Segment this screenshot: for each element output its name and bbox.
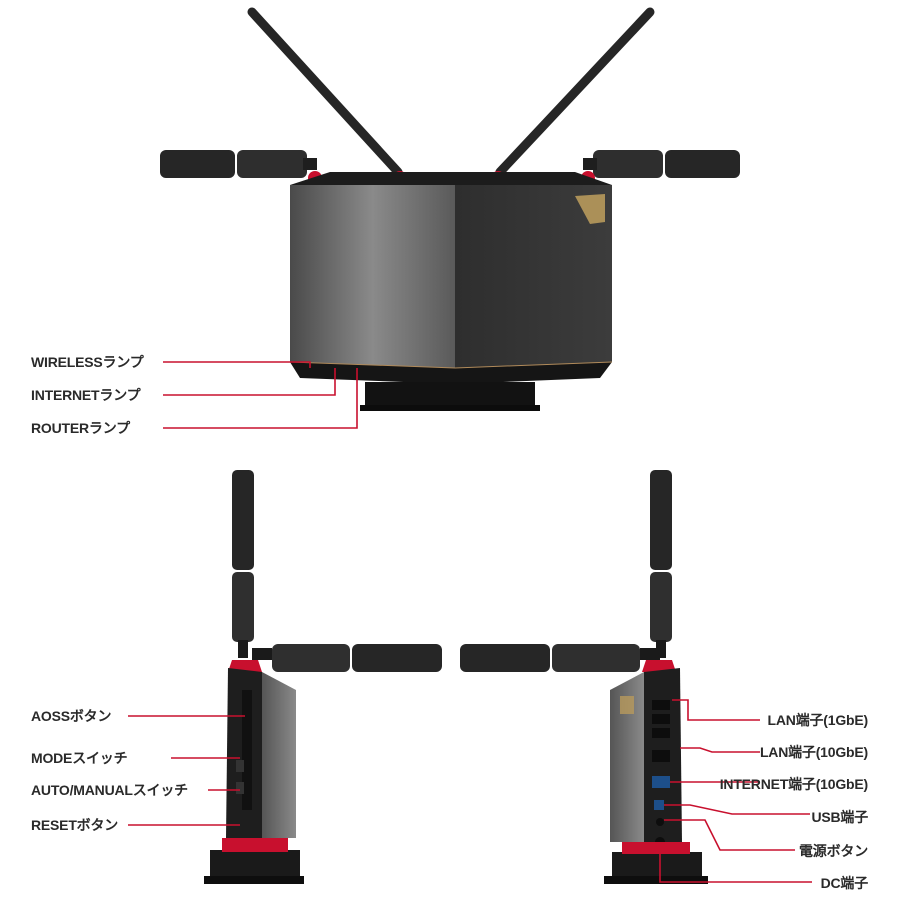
right-leader-lines xyxy=(659,699,812,883)
label-lan-10gbe: LAN端子(10GbE) xyxy=(759,744,868,760)
label-aoss-button: AOSSボタン xyxy=(31,708,112,724)
antenna-left-horizontal xyxy=(160,150,317,178)
antenna-left-diagonal xyxy=(247,7,403,177)
antenna-right-diagonal xyxy=(495,7,655,177)
antenna-right-horizontal xyxy=(583,150,740,178)
left-leader-lines xyxy=(128,715,245,826)
label-internet-lamp: INTERNETランプ xyxy=(31,387,141,403)
router-front-view xyxy=(160,7,740,411)
label-power-button: 電源ボタン xyxy=(799,843,868,859)
router-left-side-view xyxy=(204,470,442,884)
label-wireless-lamp: WIRELESSランプ xyxy=(31,354,144,370)
label-dc-port: DC端子 xyxy=(820,875,869,891)
label-auto-manual-switch: AUTO/MANUALスイッチ xyxy=(31,782,188,798)
label-router-lamp: ROUTERランプ xyxy=(31,420,130,436)
label-reset-button: RESETボタン xyxy=(31,817,119,833)
top-leader-lines xyxy=(163,361,358,429)
label-usb-port: USB端子 xyxy=(811,809,868,825)
label-lan-1gbe: LAN端子(1GbE) xyxy=(767,712,869,728)
label-internet-10gbe: INTERNET端子(10GbE) xyxy=(719,776,868,792)
router-right-side-view xyxy=(460,470,708,884)
label-mode-switch: MODEスイッチ xyxy=(31,750,128,766)
